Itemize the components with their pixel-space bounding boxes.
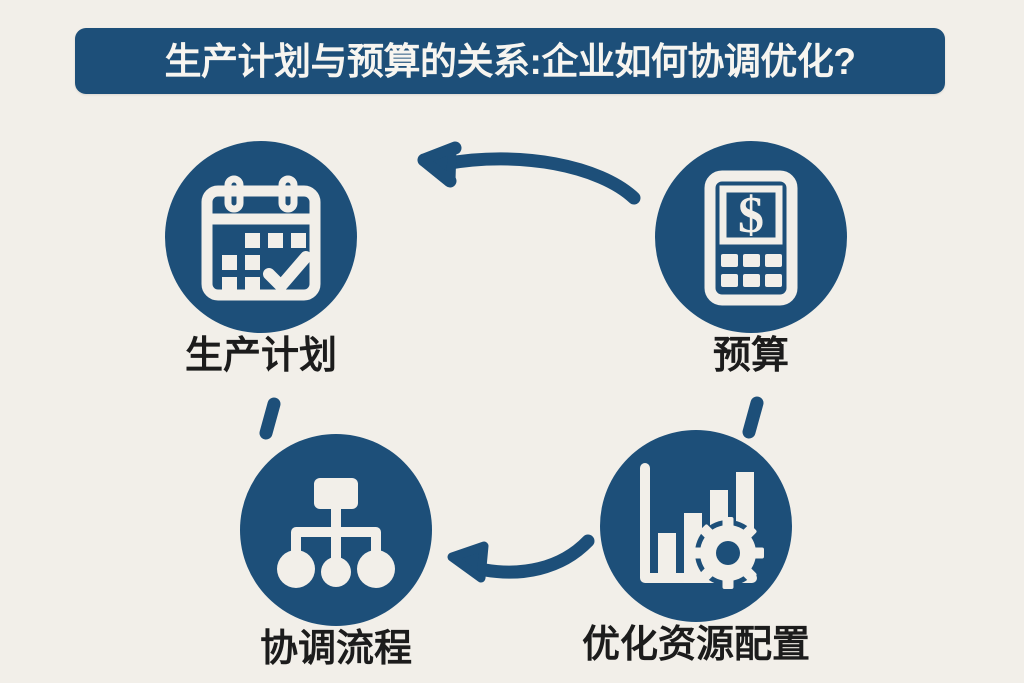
connector-budget-to-optimize-icon xyxy=(742,396,764,439)
node-label-budget: 预算 xyxy=(712,335,789,377)
node-coordination-process[interactable]: 协调流程 xyxy=(240,434,432,669)
node-label-optimize-resources: 优化资源配置 xyxy=(581,624,810,666)
calendar-check-icon xyxy=(201,175,321,301)
calculator-dollar-icon: $ xyxy=(704,170,798,306)
node-circle xyxy=(165,141,357,333)
connector-optimize-to-coordination-icon xyxy=(447,534,595,583)
node-budget[interactable]: $ 预算 xyxy=(655,141,847,376)
node-production-plan[interactable]: 生产计划 xyxy=(165,141,357,376)
page-title: 生产计划与预算的关系:企业如何协调优化? xyxy=(164,40,856,82)
node-label-production-plan: 生产计划 xyxy=(184,335,337,377)
svg-text:$: $ xyxy=(738,187,764,244)
node-optimize-resources[interactable]: 优化资源配置 xyxy=(582,430,810,665)
connector-production-plan-to-coordination-icon xyxy=(259,397,281,440)
title-banner: 生产计划与预算的关系:企业如何协调优化? xyxy=(75,28,945,94)
org-chart-icon xyxy=(277,478,395,588)
connector-budget-to-production-plan-icon xyxy=(417,141,641,205)
node-label-coordination-process: 协调流程 xyxy=(259,628,412,670)
bar-chart-gear-icon xyxy=(640,463,764,589)
